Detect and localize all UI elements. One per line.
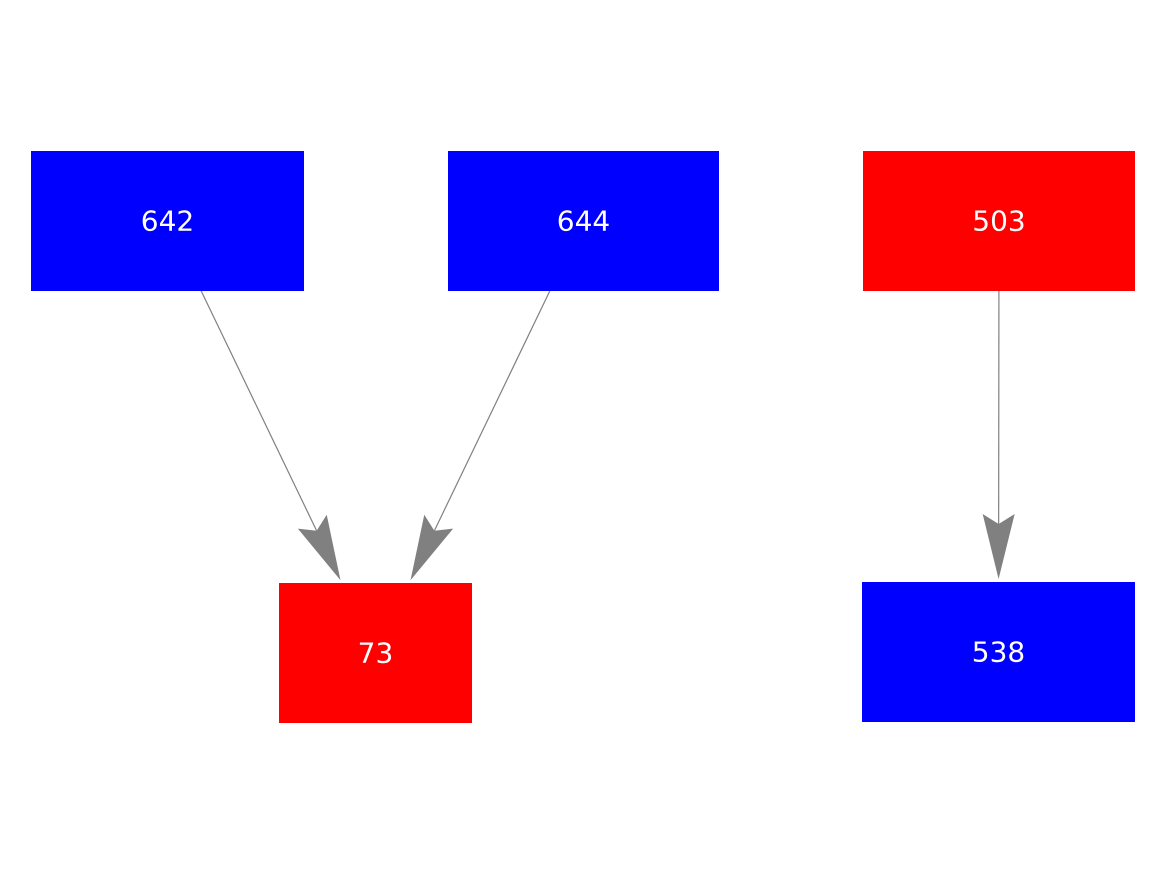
graph-node-642 [31, 151, 304, 291]
graph-node-503 [863, 151, 1135, 291]
edge-arrowhead-icon-73 [297, 514, 341, 581]
graph-node-label-642: 642 [141, 205, 194, 238]
graph-node-label-73: 73 [358, 637, 394, 670]
edge-arrowhead-icon-538 [982, 513, 1015, 579]
graph-node-label-538: 538 [972, 636, 1025, 669]
graph-node-538 [862, 582, 1135, 722]
graph-node-label-503: 503 [972, 205, 1025, 238]
graph-node-644 [448, 151, 719, 291]
edge-line-644-73 [433, 290, 551, 532]
edge-line-642-73 [200, 290, 318, 532]
edge-arrowhead-icon-73 [410, 514, 454, 581]
graph-node-label-644: 644 [557, 205, 610, 238]
graph-node-73 [279, 583, 472, 723]
